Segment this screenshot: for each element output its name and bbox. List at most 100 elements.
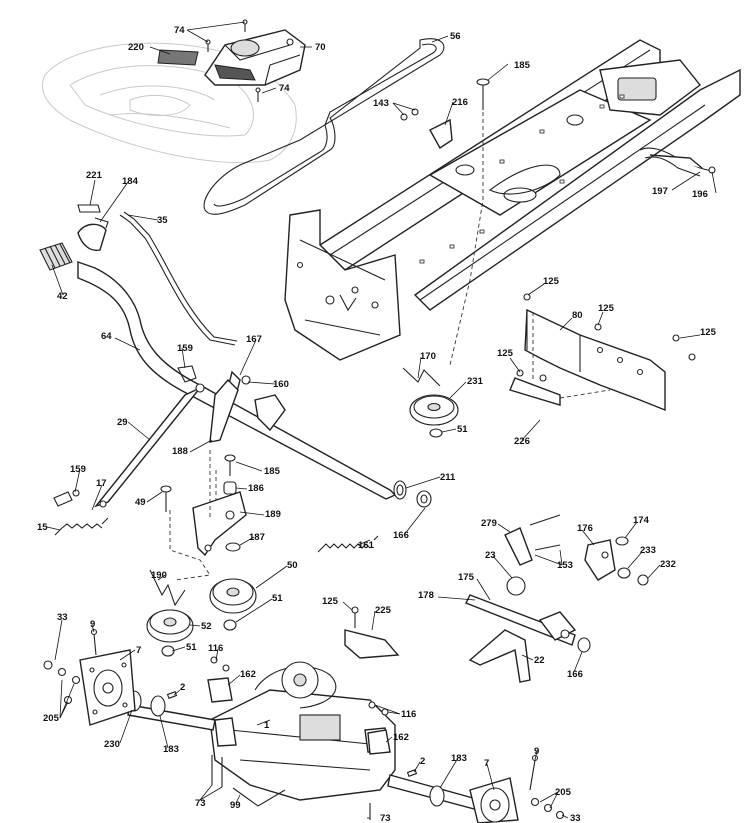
idler-arm-189 bbox=[192, 491, 247, 557]
callout-35: 35 bbox=[157, 215, 168, 226]
callout-125-d: 125 bbox=[497, 348, 514, 359]
callout-99: 99 bbox=[230, 800, 241, 811]
callout-166-upper: 166 bbox=[393, 530, 409, 541]
callout-15: 15 bbox=[37, 522, 48, 533]
washer-187 bbox=[225, 542, 241, 552]
callout-230: 230 bbox=[104, 739, 120, 750]
callout-116-a: 116 bbox=[208, 643, 223, 654]
callout-49: 49 bbox=[135, 497, 146, 508]
washer-166-upper bbox=[416, 490, 432, 508]
bracket-216 bbox=[400, 108, 453, 150]
spacer-186 bbox=[223, 481, 237, 495]
callout-74-mid: 74 bbox=[279, 83, 290, 94]
callout-153: 153 bbox=[557, 560, 573, 571]
callout-51-mid: 51 bbox=[272, 593, 283, 604]
callout-159-lower: 159 bbox=[70, 464, 86, 475]
callout-73-right: 73 bbox=[380, 813, 391, 823]
shaft-175 bbox=[465, 594, 576, 646]
lever-279 bbox=[504, 514, 561, 566]
callout-225: 225 bbox=[375, 605, 392, 616]
callout-33-right: 33 bbox=[570, 813, 581, 823]
washer-166-lower bbox=[577, 637, 591, 653]
nuts-205-33-right bbox=[530, 797, 565, 820]
grip-42 bbox=[39, 242, 73, 271]
nut-51-a bbox=[223, 619, 237, 631]
bracket-176 bbox=[584, 539, 616, 581]
bolts-125 bbox=[516, 293, 696, 382]
bracket-162-b bbox=[367, 729, 391, 755]
bolts-73-a bbox=[211, 755, 223, 787]
spacer-183-b bbox=[429, 785, 445, 807]
callout-73-left: 73 bbox=[195, 798, 206, 809]
callout-9-right: 9 bbox=[534, 746, 539, 757]
callout-187: 187 bbox=[249, 532, 265, 543]
pedal-rod-29 bbox=[93, 383, 205, 508]
callout-232: 232 bbox=[660, 559, 676, 570]
callout-178: 178 bbox=[418, 590, 434, 601]
callout-190: 190 bbox=[151, 570, 167, 581]
callout-33-left: 33 bbox=[57, 612, 68, 623]
callout-196: 196 bbox=[692, 189, 708, 200]
nut-51-upper bbox=[429, 428, 443, 438]
callout-23: 23 bbox=[485, 550, 496, 561]
callout-174: 174 bbox=[633, 515, 650, 526]
bracket-80 bbox=[509, 308, 666, 412]
callout-185-lower: 185 bbox=[264, 466, 281, 477]
callout-184: 184 bbox=[122, 176, 139, 187]
washer-233 bbox=[617, 567, 631, 579]
key-2-a bbox=[166, 691, 178, 699]
callout-226: 226 bbox=[514, 436, 530, 447]
ball-23 bbox=[506, 576, 526, 596]
callout-17: 17 bbox=[96, 478, 107, 489]
callout-161: 161 bbox=[358, 540, 375, 551]
callout-188: 188 bbox=[172, 446, 188, 457]
callout-125-c: 125 bbox=[700, 327, 717, 338]
bolt-185-top bbox=[449, 78, 490, 366]
callout-220: 220 bbox=[128, 42, 144, 53]
callout-51-lower: 51 bbox=[186, 642, 197, 653]
bolt-49 bbox=[160, 485, 172, 512]
dashed-assembly-line bbox=[169, 450, 217, 581]
callout-42: 42 bbox=[57, 291, 68, 302]
clip-159-upper bbox=[177, 365, 197, 383]
callout-2-left: 2 bbox=[180, 682, 185, 693]
callout-170: 170 bbox=[420, 351, 436, 362]
callout-167: 167 bbox=[246, 334, 262, 345]
callout-176: 176 bbox=[577, 523, 593, 534]
callout-162-b: 162 bbox=[393, 732, 409, 743]
panel-insert bbox=[157, 49, 199, 66]
bracket-162-a bbox=[207, 677, 233, 703]
drive-belt bbox=[203, 38, 445, 215]
spacer-183-a bbox=[150, 695, 166, 717]
callout-52: 52 bbox=[201, 621, 212, 632]
callout-231: 231 bbox=[467, 376, 484, 387]
lift-rod-35 bbox=[119, 211, 238, 346]
belt-guide-170 bbox=[402, 367, 441, 387]
spring-15 bbox=[54, 517, 109, 536]
knob-184 bbox=[77, 217, 109, 252]
callout-197: 197 bbox=[652, 186, 668, 197]
callout-2-right: 2 bbox=[420, 756, 425, 767]
callout-22: 22 bbox=[534, 655, 545, 666]
callout-233: 233 bbox=[640, 545, 656, 556]
pulley-50 bbox=[209, 578, 257, 614]
callout-1: 1 bbox=[264, 720, 270, 731]
callout-279: 279 bbox=[481, 518, 497, 529]
hood-ghost-outline bbox=[41, 42, 297, 164]
callout-185-top: 185 bbox=[514, 60, 531, 71]
rod-197 bbox=[649, 154, 716, 174]
hub-7-right bbox=[469, 777, 519, 823]
callout-211: 211 bbox=[440, 472, 456, 483]
callout-205-right: 205 bbox=[555, 787, 572, 798]
callout-143: 143 bbox=[373, 98, 389, 109]
nut-51-b bbox=[161, 645, 175, 657]
callout-125-a: 125 bbox=[543, 276, 560, 287]
chassis-frame bbox=[284, 39, 741, 361]
bracket-225 bbox=[344, 606, 400, 659]
bolt-9-left bbox=[90, 628, 98, 656]
callout-166-lower: 166 bbox=[567, 669, 583, 680]
callout-7-left: 7 bbox=[136, 645, 141, 656]
callout-80: 80 bbox=[572, 310, 583, 321]
callout-175: 175 bbox=[458, 572, 475, 583]
callout-9-left: 9 bbox=[90, 619, 95, 630]
